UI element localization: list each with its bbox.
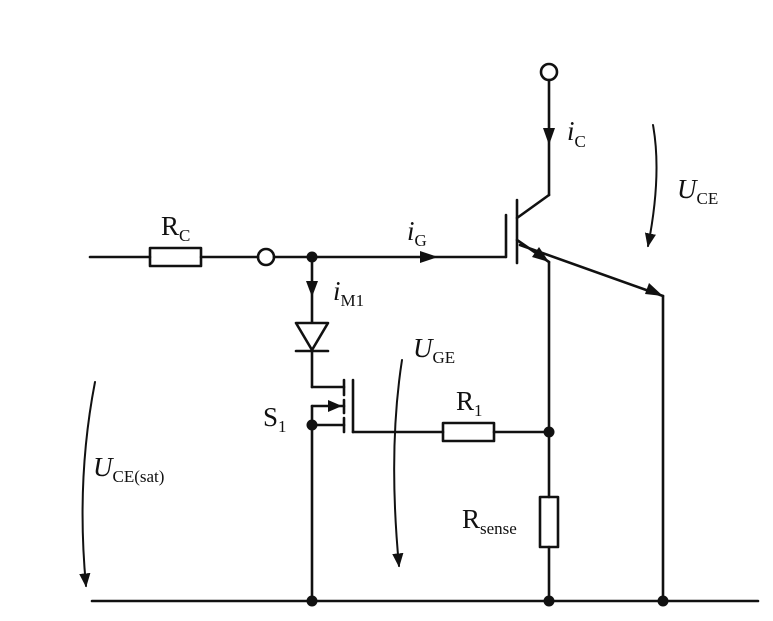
ig-arrowhead <box>420 251 438 263</box>
uce-voltage-arrow <box>644 124 658 248</box>
aux-emitter-arrowhead <box>645 283 663 296</box>
label-r1: R1 <box>456 386 483 420</box>
mosfet-body-arrowhead <box>328 400 342 412</box>
resistor-rsense <box>538 495 560 549</box>
im1-arrowhead <box>306 281 318 297</box>
ic-arrowhead <box>543 128 555 145</box>
junction-ground-aux <box>657 595 669 607</box>
aux-emitter-wire <box>518 243 665 298</box>
resistor-rc <box>148 246 203 268</box>
label-ic: iC <box>567 116 586 151</box>
label-im1: iM1 <box>333 276 364 310</box>
label-ig: iG <box>407 216 427 250</box>
junction-ground-s1 <box>306 595 318 607</box>
junction-ground-rsense <box>543 595 555 607</box>
label-rc: RC <box>161 211 190 245</box>
label-uge: UGE <box>413 333 455 367</box>
label-s1: S1 <box>263 402 287 436</box>
label-rsense: Rsense <box>462 504 517 538</box>
diode-body <box>294 321 330 352</box>
gate-terminal <box>256 247 276 267</box>
label-uce: UCE <box>677 174 718 208</box>
label-ucesat: UCE(sat) <box>93 452 164 486</box>
uge-voltage-arrow <box>392 359 404 568</box>
resistor-r1 <box>441 421 496 443</box>
igbt-emitter-arrowhead <box>532 247 549 262</box>
collector-terminal <box>539 62 559 82</box>
igbt-collector-lead <box>515 193 551 220</box>
junction-s1-source <box>306 419 318 431</box>
ucesat-voltage-arrow <box>79 381 96 588</box>
